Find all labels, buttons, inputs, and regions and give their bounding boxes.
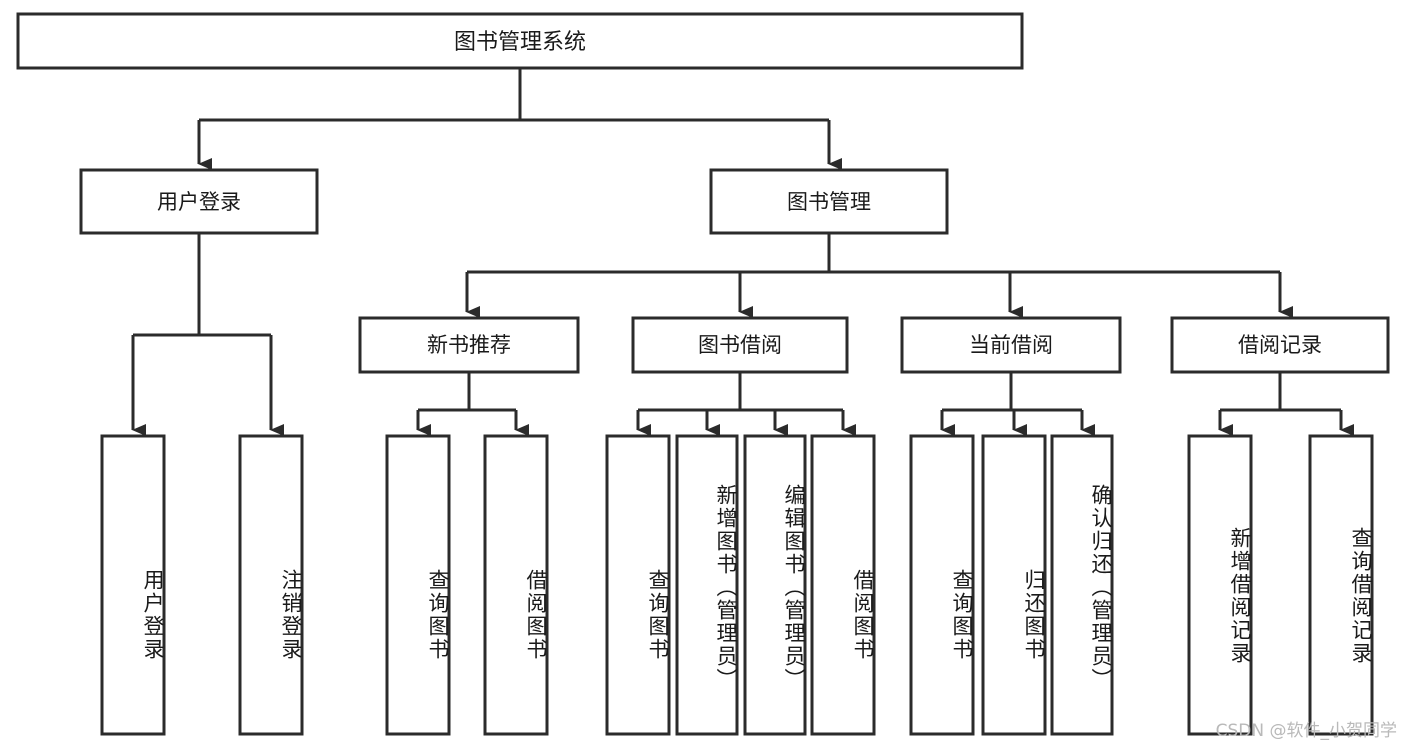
node-book-manage-label: 图书管理: [787, 190, 871, 214]
node-root-box[interactable]: [16, 12, 1024, 70]
node-book-borrow-label: 图书借阅: [698, 333, 782, 357]
node-book-borrow-box[interactable]: [631, 316, 849, 374]
leaf-box-borrow-book-recommend[interactable]: [483, 434, 549, 736]
leaf-box-add-borrow-record[interactable]: [1187, 434, 1253, 736]
leaf-box-user-login[interactable]: [100, 434, 166, 736]
leaf-box-query-book-current[interactable]: [909, 434, 975, 736]
node-user-login[interactable]: 用户登录: [79, 168, 319, 235]
connector-group-root-to-level2: [197, 68, 842, 170]
leaf-box-query-borrow-record[interactable]: [1308, 434, 1374, 736]
leaf-box-add-book-admin[interactable]: [675, 434, 739, 736]
node-current-borrow[interactable]: 当前借阅: [900, 316, 1122, 374]
node-new-book-recommend-box[interactable]: [358, 316, 580, 374]
node-new-book-recommend[interactable]: 新书推荐: [358, 316, 580, 374]
node-book-borrow[interactable]: 图书借阅: [631, 316, 849, 374]
leaf-box-query-book-recommend[interactable]: [385, 434, 451, 736]
leaf-box-logout[interactable]: [238, 434, 304, 736]
connector-group-borrow-to-leaves: [636, 372, 856, 436]
node-book-manage-box[interactable]: [709, 168, 949, 235]
leaf-box-confirm-return-admin[interactable]: [1050, 434, 1114, 736]
watermark: CSDN @软件_小贺同学: [1215, 721, 1397, 741]
node-current-borrow-label: 当前借阅: [969, 333, 1053, 357]
node-user-login-box[interactable]: [79, 168, 319, 235]
node-borrow-record[interactable]: 借阅记录: [1170, 316, 1390, 374]
node-borrow-record-box[interactable]: [1170, 316, 1390, 374]
node-borrow-record-label: 借阅记录: [1238, 333, 1322, 357]
connector-group-record-to-leaves: [1218, 372, 1354, 436]
connector-group-bookmanage-to-level3: [465, 233, 1293, 318]
node-user-login-label: 用户登录: [157, 190, 241, 214]
node-book-manage[interactable]: 图书管理: [709, 168, 949, 235]
leaf-box-edit-book-admin[interactable]: [743, 434, 807, 736]
node-new-book-recommend-label: 新书推荐: [427, 333, 511, 357]
leaf-box-query-book-borrow[interactable]: [605, 434, 671, 736]
connector-group-current-to-leaves: [940, 372, 1095, 436]
leaf-box-borrow-book[interactable]: [810, 434, 876, 736]
connector-group-newbook-to-leaves: [416, 372, 529, 436]
node-current-borrow-box[interactable]: [900, 316, 1122, 374]
node-root[interactable]: 图书管理系统: [16, 12, 1024, 70]
node-root-label: 图书管理系统: [454, 30, 586, 55]
leaf-box-return-book[interactable]: [981, 434, 1047, 736]
connector-group-userlogin-to-leaves: [131, 233, 284, 436]
leaf-boxes: [100, 434, 1374, 736]
